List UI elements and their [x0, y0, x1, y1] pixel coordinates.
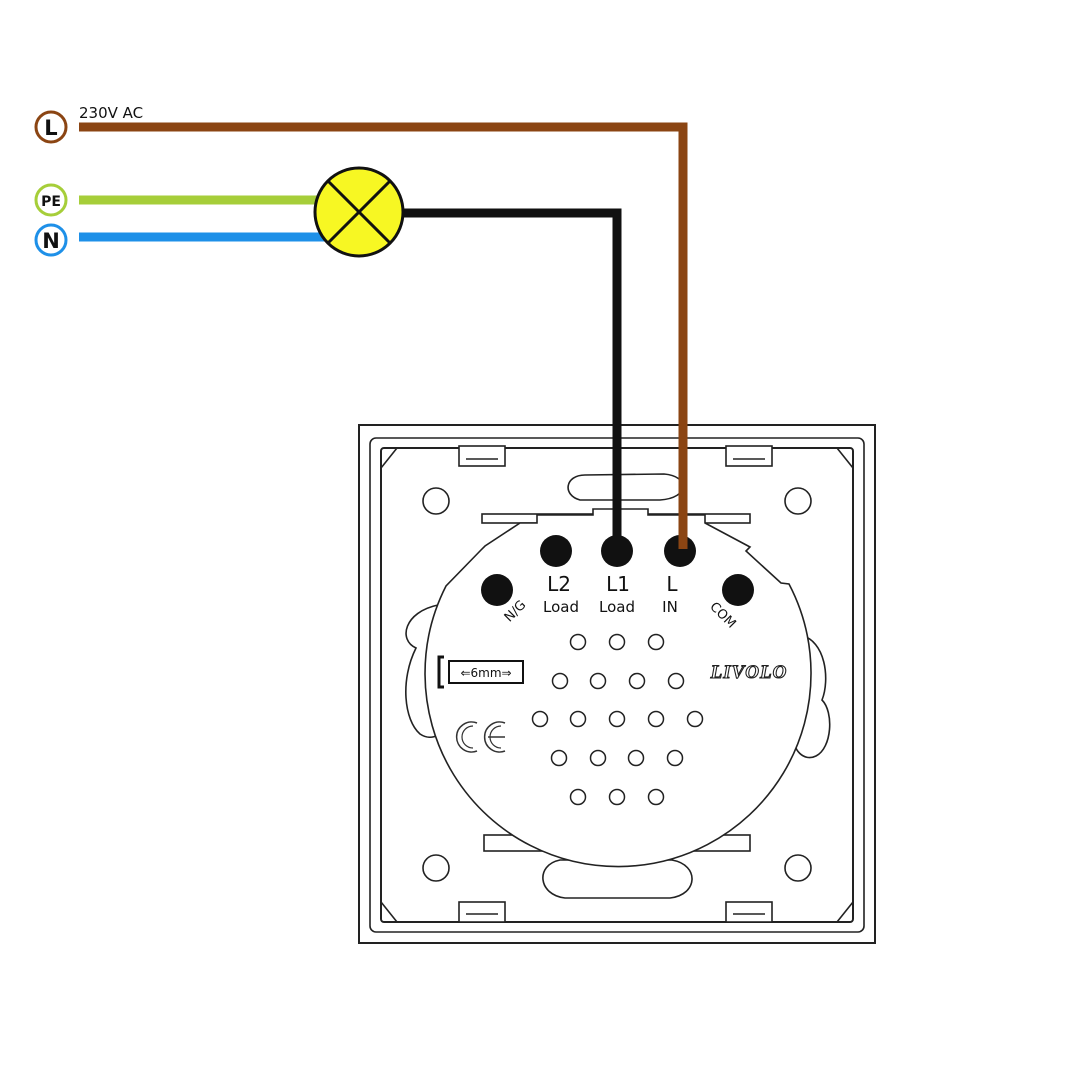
tab-bottom	[542, 859, 693, 899]
wire-live	[79, 122, 688, 549]
ce-mark	[455, 721, 506, 753]
switch-module-body	[424, 508, 812, 868]
mount-clip-bottom-left	[458, 901, 506, 923]
terminal-l-label: L	[666, 572, 678, 596]
brand-logo: LIVOLO	[710, 662, 788, 683]
terminal-l2	[540, 535, 572, 567]
terminal-l-in	[664, 535, 696, 567]
line-badge: L	[34, 110, 68, 144]
terminal-l1	[601, 535, 633, 567]
ventilation-holes	[531, 633, 704, 806]
wire-strip-gauge: ⇐6mm⇒	[437, 655, 524, 689]
earth-badge: PE	[34, 183, 68, 217]
supply-voltage-label: 230V AC	[79, 104, 143, 122]
terminal-l1-sublabel: Load	[599, 598, 635, 616]
line-badge-label: L	[44, 116, 57, 140]
tab-top	[567, 473, 684, 501]
terminal-com	[722, 574, 754, 606]
earth-badge-label: PE	[41, 194, 61, 210]
wire-switched-live	[403, 208, 622, 549]
screw-hole-top-left	[422, 487, 450, 515]
mount-clip-top-right	[725, 445, 773, 467]
terminal-l-sublabel: IN	[662, 598, 678, 616]
neutral-badge: N	[34, 223, 68, 257]
mount-clip-bottom-right	[725, 901, 773, 923]
strip-gauge-label: ⇐6mm⇒	[460, 666, 511, 680]
screw-hole-bottom-right	[784, 854, 812, 882]
terminal-ng	[481, 574, 513, 606]
mount-clip-top-left	[458, 445, 506, 467]
terminal-l1-label: L1	[606, 572, 630, 596]
screw-hole-top-right	[784, 487, 812, 515]
neutral-badge-label: N	[42, 229, 60, 253]
lamp-icon	[313, 166, 405, 258]
terminal-l2-label: L2	[547, 572, 571, 596]
terminal-l2-sublabel: Load	[543, 598, 579, 616]
screw-hole-bottom-left	[422, 854, 450, 882]
